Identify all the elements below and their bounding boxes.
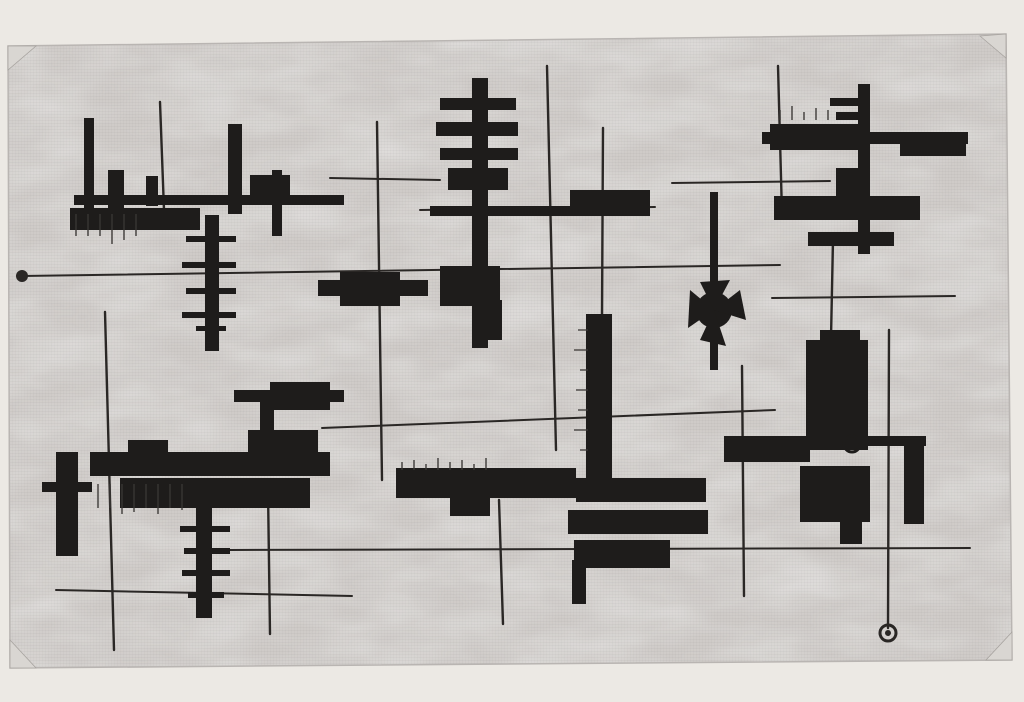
metal-star-ornament — [688, 192, 746, 370]
metal-cluster-right-middle — [724, 330, 926, 544]
vertical-rods — [103, 64, 891, 652]
rod-knobs — [16, 270, 898, 643]
photo-corners — [7, 33, 1013, 669]
metal-cluster-top-center — [318, 78, 650, 348]
metal-cluster-bottom-left — [42, 382, 344, 618]
metal-cluster-top-left — [70, 118, 344, 351]
metal-cluster-center-vertical — [396, 314, 708, 604]
comb-teeth-detail — [75, 106, 829, 514]
metal-cluster-top-right — [762, 84, 968, 254]
